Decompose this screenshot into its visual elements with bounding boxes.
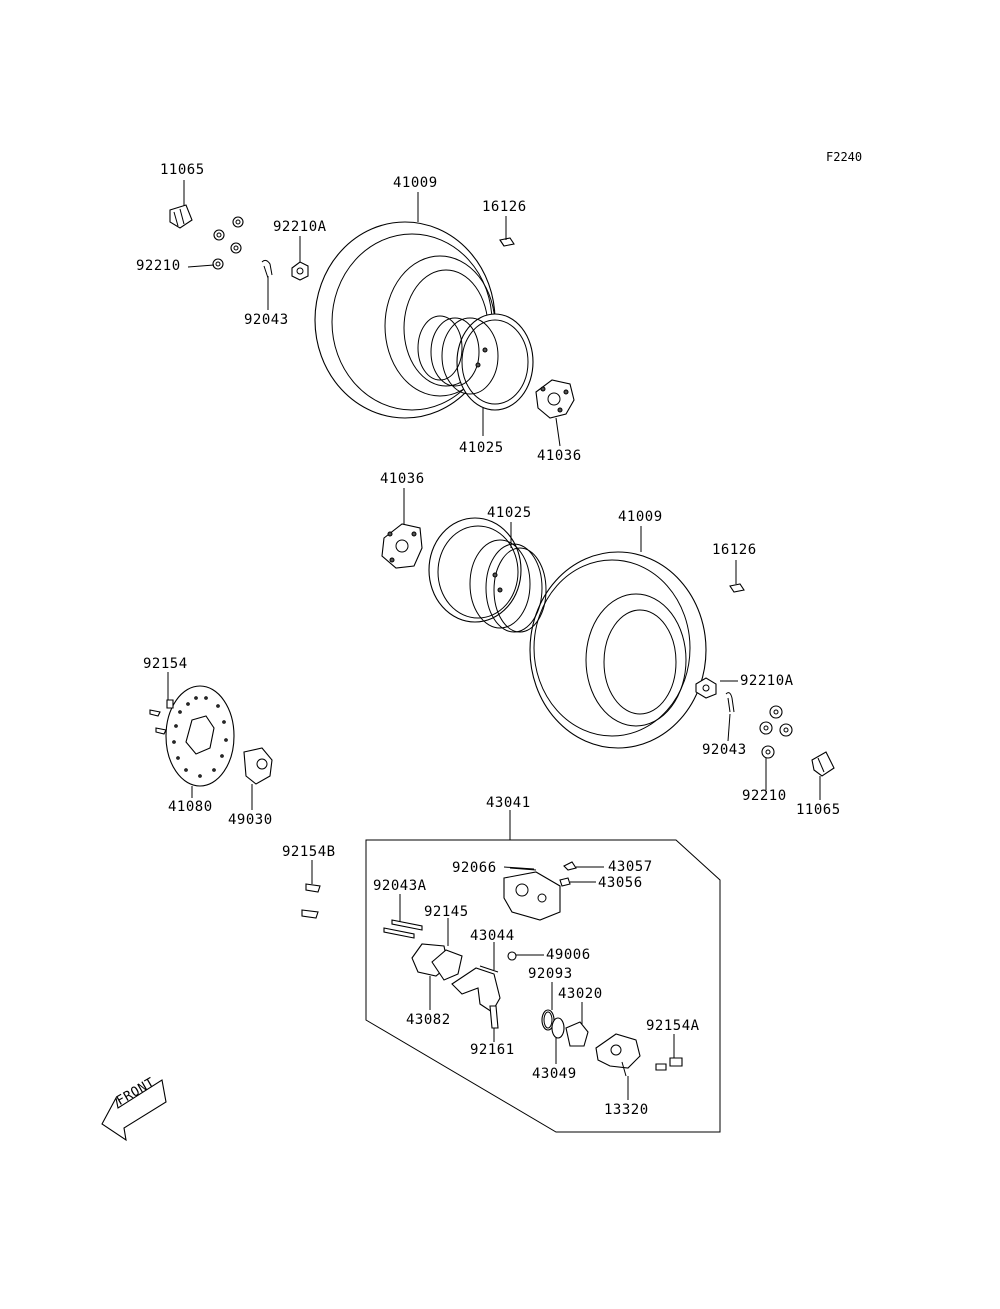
- label-92210A-upper: 92210A: [273, 219, 327, 235]
- label-92154: 92154: [143, 656, 188, 672]
- lower-rim: [428, 517, 547, 633]
- lower-small-parts: [695, 583, 835, 777]
- label-43049: 43049: [532, 1066, 577, 1082]
- label-43082: 43082: [406, 1012, 451, 1028]
- label-43044: 43044: [470, 928, 515, 944]
- label-92145: 92145: [424, 904, 469, 920]
- leader-lines: [167, 180, 821, 1100]
- label-13320: 13320: [604, 1102, 649, 1118]
- brake-disc: [165, 685, 235, 787]
- label-92043-upper: 92043: [244, 312, 289, 328]
- upper-hub: [535, 379, 575, 419]
- label-41080: 41080: [168, 799, 213, 815]
- label-92154B: 92154B: [282, 844, 336, 860]
- bolts-92154B: [301, 883, 321, 919]
- label-92210-lower: 92210: [742, 788, 787, 804]
- label-92161: 92161: [470, 1042, 515, 1058]
- lower-tire: [529, 551, 707, 749]
- label-41036-lower: 41036: [380, 471, 425, 487]
- label-92210A-lower: 92210A: [740, 673, 794, 689]
- label-41036-upper: 41036: [537, 448, 582, 464]
- label-92154A: 92154A: [646, 1018, 700, 1034]
- label-43056: 43056: [598, 875, 643, 891]
- label-49030: 49030: [228, 812, 273, 828]
- label-92043A: 92043A: [373, 878, 427, 894]
- figure-code: F2240: [826, 150, 863, 164]
- label-92210-upper: 92210: [136, 258, 181, 274]
- label-41025-upper: 41025: [459, 440, 504, 456]
- label-92066: 92066: [452, 860, 497, 876]
- label-43020: 43020: [558, 986, 603, 1002]
- lower-hub: [381, 523, 423, 569]
- label-16126-lower: 16126: [712, 542, 757, 558]
- upper-rim: [417, 313, 534, 411]
- label-41009-upper: 41009: [393, 175, 438, 191]
- label-41009-lower: 41009: [618, 509, 663, 525]
- label-41025-lower: 41025: [487, 505, 532, 521]
- brake-bracket: [243, 747, 273, 785]
- label-92093: 92093: [528, 966, 573, 982]
- caliper-parts: [383, 861, 683, 1077]
- label-43041: 43041: [486, 795, 531, 811]
- label-49006: 49006: [546, 947, 591, 963]
- disc-bolts: [149, 699, 174, 735]
- label-92043-lower: 92043: [702, 742, 747, 758]
- upper-small-parts: [169, 204, 515, 281]
- front-arrow-icon: [101, 1079, 167, 1142]
- label-11065-upper: 11065: [160, 162, 205, 178]
- label-43057: 43057: [608, 859, 653, 875]
- label-11065-lower: 11065: [796, 802, 841, 818]
- label-16126-upper: 16126: [482, 199, 527, 215]
